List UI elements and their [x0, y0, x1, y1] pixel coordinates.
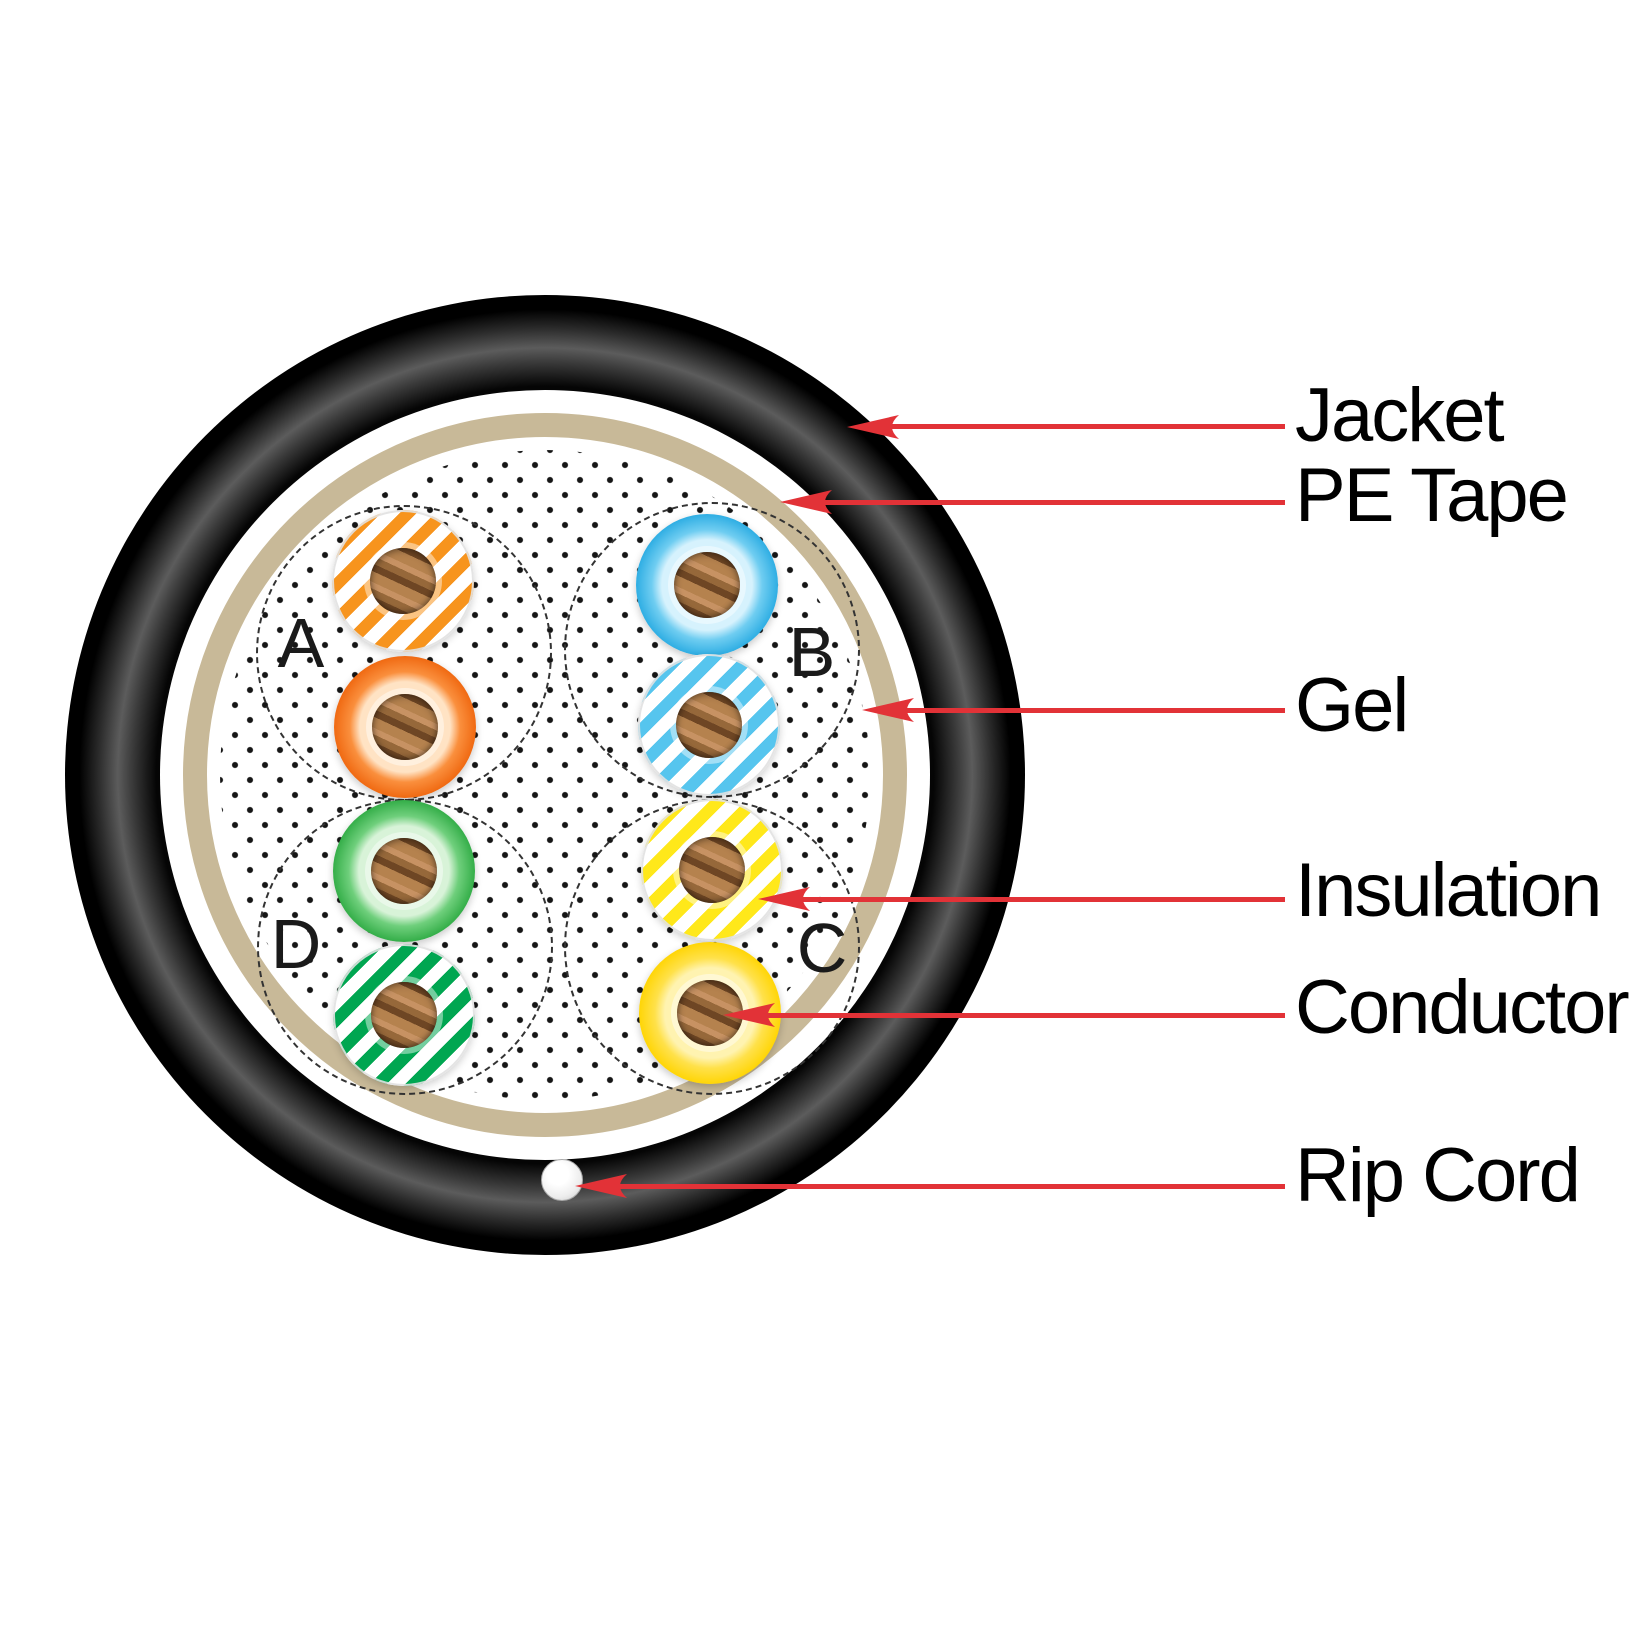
- conductor-green-white: [371, 982, 437, 1048]
- conductor-green: [371, 838, 437, 904]
- pe-tape-arrowhead-icon: [780, 490, 832, 514]
- rip-cord-arrowhead-icon: [575, 1174, 627, 1198]
- conductor-yellow-white: [679, 837, 745, 903]
- conductor-orange-white: [370, 548, 436, 614]
- wire-green-white-striped: [333, 944, 475, 1086]
- gel-label: Gel: [1295, 663, 1409, 748]
- jacket-arrowhead-icon: [847, 415, 899, 439]
- conductor-leader-line: [761, 1013, 1285, 1018]
- wire-green-solid: [333, 800, 475, 942]
- conductor-blue: [674, 552, 740, 618]
- pe-tape-label: PE Tape: [1295, 453, 1569, 538]
- insulation-arrowhead-icon: [758, 887, 810, 911]
- gel-arrowhead-icon: [862, 698, 914, 722]
- pair-circle-b: [564, 502, 860, 798]
- conductor-arrowhead-icon: [723, 1003, 775, 1027]
- wire-orange-white-striped: [332, 510, 474, 652]
- rip-cord-label: Rip Cord: [1295, 1133, 1581, 1218]
- pe-tape-leader-line: [818, 500, 1285, 505]
- conductor-label: Conductor: [1295, 965, 1630, 1050]
- pair-label-c: C: [796, 909, 848, 987]
- rip-cord-leader-line: [613, 1184, 1285, 1189]
- pair-label-b: B: [788, 613, 836, 691]
- insulation-leader-line: [796, 897, 1285, 902]
- wire-blue-white-striped: [638, 654, 780, 796]
- wire-orange-solid: [334, 656, 476, 798]
- insulation-label: Insulation: [1295, 848, 1602, 933]
- gel-leader-line: [900, 708, 1285, 713]
- conductor-orange: [372, 694, 438, 760]
- pair-label-a: A: [277, 604, 325, 682]
- jacket-label: Jacket: [1295, 373, 1505, 458]
- wire-yellow-white-striped: [641, 799, 783, 941]
- conductor-blue-white: [676, 692, 742, 758]
- wire-blue-solid: [636, 514, 778, 656]
- rip-cord-dot: [541, 1159, 583, 1201]
- pair-label-d: D: [270, 905, 322, 983]
- jacket-leader-line: [891, 424, 1285, 429]
